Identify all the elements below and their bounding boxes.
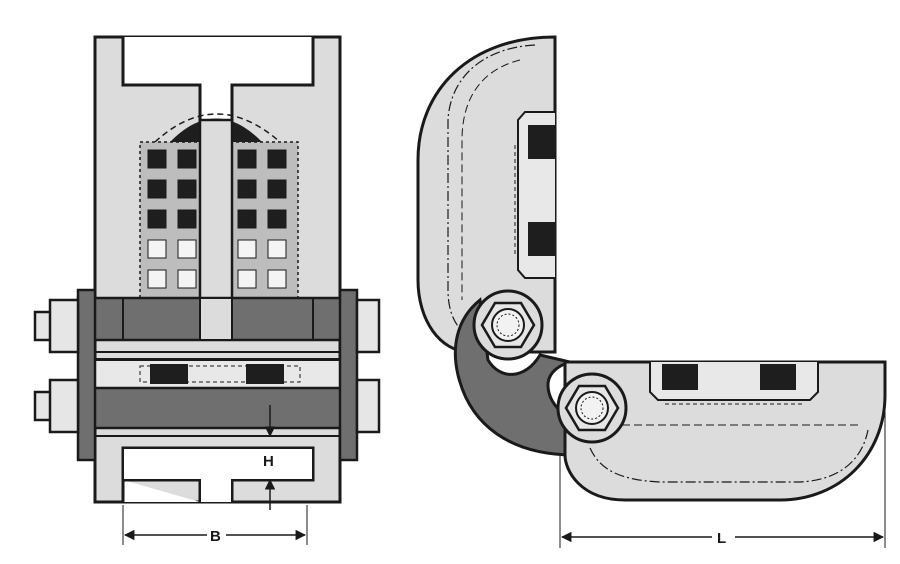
module-cell <box>267 209 287 229</box>
insert-block <box>528 222 555 256</box>
module-cell <box>147 179 167 199</box>
dimension-b-label: B <box>210 528 221 545</box>
module-cell <box>177 269 197 289</box>
dimension-b: B <box>122 505 308 545</box>
insert-block <box>760 364 796 390</box>
dimension-h: H <box>263 405 276 510</box>
hinge-bolt-upper <box>472 289 544 361</box>
module-cell <box>237 179 257 199</box>
dimension-l: L <box>559 400 886 548</box>
lower-compression-band <box>76 386 358 430</box>
module-cell <box>237 239 257 259</box>
module-cell <box>177 179 197 199</box>
module-cell <box>267 149 287 169</box>
module-cell <box>177 149 197 169</box>
module-cell <box>237 149 257 169</box>
side-view: L <box>416 35 887 548</box>
insert-block <box>528 125 555 159</box>
left-bolts <box>33 298 80 434</box>
dimension-l-label: L <box>717 530 726 547</box>
front-view: H B <box>33 35 381 545</box>
module-cell <box>177 239 197 259</box>
module-cell <box>237 209 257 229</box>
module-cell <box>147 209 167 229</box>
module-cell <box>147 239 167 259</box>
module-cell <box>237 269 257 289</box>
module-cell <box>267 269 287 289</box>
right-bolts <box>355 298 381 434</box>
insert-block <box>246 364 284 384</box>
module-cell <box>147 149 167 169</box>
module-cell <box>177 209 197 229</box>
insert-block <box>150 364 188 384</box>
hinge-bolt-lower <box>556 372 628 444</box>
dimension-h-label: H <box>263 453 274 470</box>
insert-block <box>662 364 698 390</box>
module-cell <box>147 269 167 289</box>
module-cell <box>267 179 287 199</box>
module-cell <box>267 239 287 259</box>
